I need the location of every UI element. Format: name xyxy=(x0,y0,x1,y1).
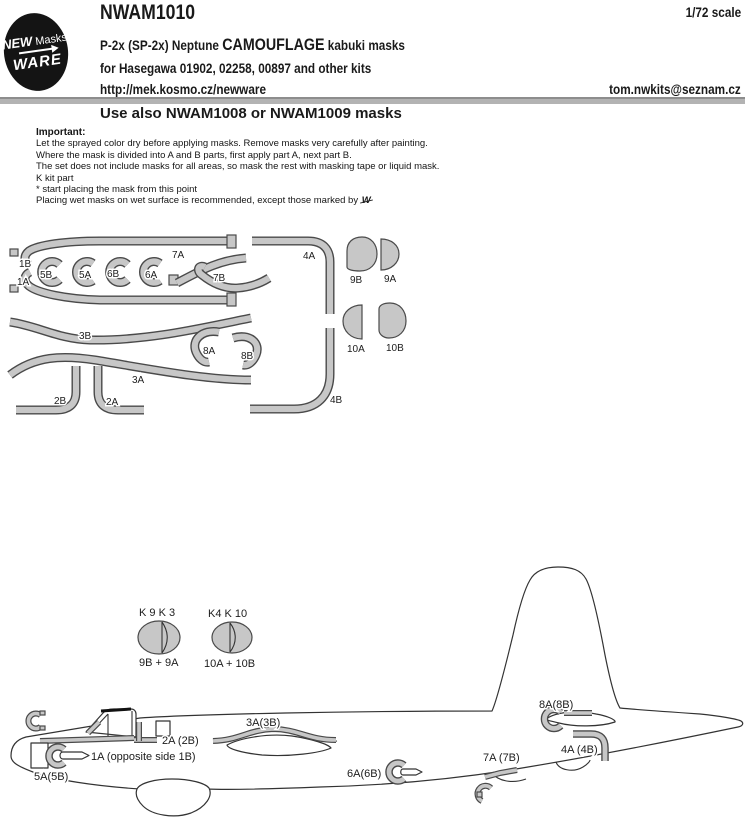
divider-bar xyxy=(0,97,745,104)
mask-label-1B: 1B xyxy=(19,259,32,270)
label-fin-base: 4A (4B) xyxy=(561,744,598,756)
mask-hook-8A xyxy=(190,327,220,367)
important-line: K kit part xyxy=(36,172,74,184)
mask-label-4B: 4B xyxy=(330,395,343,406)
mask-label-10B: 10B xyxy=(386,343,404,354)
mask-strip-2B xyxy=(16,366,81,415)
stabilizer-mask-8A xyxy=(540,705,616,733)
mask-horseshoe-5A xyxy=(72,257,96,287)
scale-label: 1/72 scale xyxy=(685,4,741,20)
astrodome-mask xyxy=(25,710,46,732)
mask-strip-1A xyxy=(9,267,237,307)
mask-strip-1B xyxy=(9,234,237,270)
mask-disc-9B xyxy=(346,236,378,272)
spinner-left xyxy=(137,620,181,655)
mask-horseshoe-5B xyxy=(37,257,63,287)
spinner-right-top-label: K4 K 10 xyxy=(208,608,247,620)
mask-label-2A: 2A xyxy=(106,397,119,408)
label-nose-window: 5A(5B) xyxy=(34,771,68,783)
fin-base-mask-4A xyxy=(573,730,609,761)
mask-hook-8B xyxy=(231,332,262,370)
cockpit-square-2A xyxy=(155,720,171,737)
mask-strip-7A xyxy=(168,253,247,287)
arrow-pointer-icon xyxy=(400,768,423,776)
mask-label-8A: 8A xyxy=(203,346,216,357)
arrow-pointer-icon xyxy=(59,751,90,760)
mid-fuselage-mask-6A xyxy=(385,759,423,785)
mask-disc-9A xyxy=(380,238,400,271)
aircraft-diagram: K 9 K 3 K4 K 10 9B + 9A 10A + 10B xyxy=(10,566,744,817)
spinner-left-bottom-label: 9B + 9A xyxy=(139,657,179,669)
important-line: Where the mask is divided into A and B p… xyxy=(36,149,352,161)
mask-label-9A: 9A xyxy=(384,274,397,285)
label-mid: 6A(6B) xyxy=(347,768,381,780)
spinner-left-top-label: K 9 K 3 xyxy=(139,607,175,619)
mask-label-1A: 1A xyxy=(17,277,30,288)
mask-strip-4A xyxy=(252,236,335,314)
mask-strip-3A xyxy=(7,352,252,385)
spinner-right-bottom-label: 10A + 10B xyxy=(204,658,255,670)
label-stab: 8A(8B) xyxy=(539,699,573,711)
mask-disc-10A xyxy=(342,304,363,340)
mask-disc-10B xyxy=(378,302,407,339)
nose-mask-1A xyxy=(45,743,90,769)
tail-small-hook-mask xyxy=(474,782,494,804)
wing-root xyxy=(212,725,338,757)
mask-label-9B: 9B xyxy=(350,275,363,286)
wet-mask-icon: W xyxy=(361,195,371,207)
important-line: Placing wet masks on wet surface is reco… xyxy=(36,195,371,207)
fuselage-outline xyxy=(10,566,744,790)
title-line: P-2x (SP-2x) Neptune CAMOUFLAGE kabuki m… xyxy=(100,35,405,54)
product-code: NWAM1010 xyxy=(100,1,196,24)
label-wing-root: 3A(3B) xyxy=(246,717,280,729)
important-heading: Important: xyxy=(36,127,86,138)
email-text: tom.nwkits@seznam.cz xyxy=(609,81,741,97)
canopy-top-band xyxy=(100,707,132,713)
mask-label-3A: 3A xyxy=(132,375,145,386)
mask-strip-3B xyxy=(9,313,252,345)
website-text: http://mek.kosmo.cz/newware xyxy=(100,81,266,97)
windshield-mask xyxy=(85,719,102,736)
mask-label-3B: 3B xyxy=(79,331,92,342)
tail-notch-line xyxy=(555,759,591,771)
label-nose: 1A (opposite side 1B) xyxy=(91,751,196,763)
mask-label-7A: 7A xyxy=(172,250,185,261)
mask-sheet-diagram: 1B 1A 5B 5A 6B 6A 7A 7B 4A 9B 9A 3B 8A 8… xyxy=(7,234,407,415)
subtitle-line: for Hasegawa 01902, 02258, 00897 and oth… xyxy=(100,60,372,76)
mask-label-2B: 2B xyxy=(54,396,67,407)
label-cockpit: 2A (2B) xyxy=(162,735,199,747)
mask-strip-2A xyxy=(93,366,144,415)
newware-logo: NEW Masks WARE xyxy=(0,8,74,96)
spinner-right xyxy=(211,621,253,654)
note-line: Use also NWAM1008 or NWAM1009 masks xyxy=(100,105,402,122)
mask-label-10A: 10A xyxy=(347,344,365,355)
canopy xyxy=(85,707,137,738)
radome-outline xyxy=(135,778,211,817)
mask-label-5A: 5A xyxy=(79,270,92,281)
tail-lower-mask-7A xyxy=(484,767,518,780)
important-block: Important: Let the sprayed color dry bef… xyxy=(36,127,516,207)
mask-horseshoe-6A xyxy=(139,257,163,287)
mask-label-6A: 6A xyxy=(145,270,158,281)
mask-label-5B: 5B xyxy=(40,270,53,281)
mask-strip-4B xyxy=(250,328,335,414)
mask-label-7B: 7B xyxy=(213,273,226,284)
important-line: Let the sprayed color dry before applyin… xyxy=(36,138,428,150)
label-tail-lower: 7A (7B) xyxy=(483,752,520,764)
important-line: The set does not include masks for all a… xyxy=(36,161,440,173)
mask-horseshoe-6B xyxy=(105,257,131,287)
mask-label-6B: 6B xyxy=(107,269,120,280)
mask-label-4A: 4A xyxy=(303,251,316,262)
mask-strip-7B xyxy=(193,261,272,293)
mask-label-8B: 8B xyxy=(241,351,254,362)
important-line: * start placing the mask from this point xyxy=(36,184,198,196)
